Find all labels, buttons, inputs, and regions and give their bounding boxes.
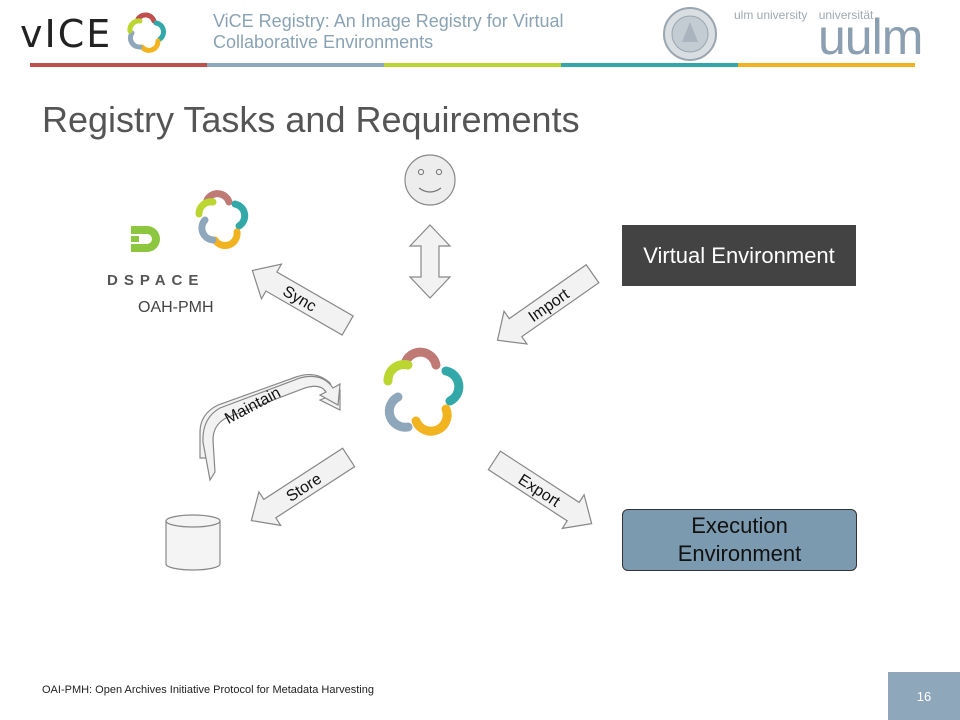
oah-pmh-label: OAH-PMH: [138, 299, 214, 316]
virtual-environment-label: Virtual Environment: [643, 242, 835, 268]
university-seal-icon: [663, 7, 717, 61]
university-logo: uulm: [818, 12, 923, 62]
double-arrow-icon: [408, 224, 452, 299]
store-arrow: Store: [250, 447, 356, 527]
vice-logo-icon: [127, 12, 167, 53]
university-small-labels: ulm university universität: [734, 8, 881, 22]
rule-segment: [738, 63, 915, 67]
presentation-title: ViCE Registry: An Image Registry for Vir…: [213, 11, 564, 52]
rule-segment: [207, 63, 384, 67]
brand-logo: vICE: [20, 8, 170, 60]
dspace-label: DSPACE: [107, 272, 205, 289]
brand-name: vICE: [20, 12, 113, 56]
slide-title: Registry Tasks and Requirements: [42, 99, 580, 140]
rule-segment: [561, 63, 738, 67]
university-name-en: ulm university: [734, 8, 808, 22]
execution-environment-box: Execution Environment: [622, 509, 857, 571]
sync-arrow: Sync: [251, 263, 354, 336]
dspace-icon: [131, 226, 160, 252]
vice-logo-small-icon: [195, 190, 249, 249]
header-color-rule: [30, 63, 915, 67]
university-name-de: universität: [818, 8, 874, 22]
rule-segment: [384, 63, 561, 67]
virtual-environment-box: Virtual Environment: [622, 225, 856, 286]
execution-environment-label: Execution Environment: [677, 513, 802, 566]
footnote: OAI-PMH: Open Archives Initiative Protoc…: [42, 684, 374, 696]
export-arrow: Export: [487, 450, 593, 530]
database-icon: [165, 514, 221, 571]
page-number-box: 16: [888, 672, 960, 720]
import-arrow: Import: [496, 263, 600, 345]
smiley-face-icon: [404, 154, 456, 206]
vice-logo-center-icon: [383, 347, 464, 436]
university-logo-text: uulm: [818, 9, 923, 65]
rule-segment: [30, 63, 207, 67]
page-number: 16: [916, 688, 932, 704]
